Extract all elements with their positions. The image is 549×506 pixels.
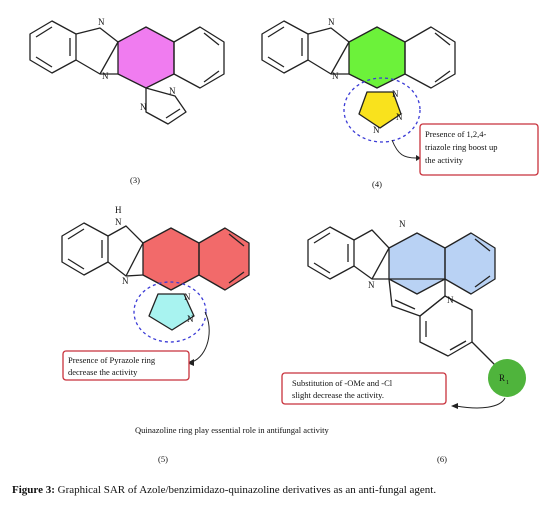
atom-n: N	[98, 17, 105, 27]
atom-n: N	[184, 292, 191, 302]
sar-figure: N N N N (3) N N N N N Presence of 1,2,4-…	[29, 17, 539, 464]
triazole-note-box	[419, 123, 539, 176]
pyrazole-ring-cyan	[149, 294, 194, 330]
r1-subscript: 1	[506, 380, 509, 386]
triazole-note-line: Presence of 1,2,4-	[425, 129, 487, 139]
triazole-highlight-circle	[343, 77, 421, 143]
quinazoline-ring-pink	[118, 27, 174, 88]
pyrazole-note-line: decrease the activity	[68, 367, 138, 377]
compound-4: N N N N N Presence of 1,2,4- triazole ri…	[261, 17, 539, 189]
atom-n: N	[392, 89, 399, 99]
atom-n: N	[140, 102, 147, 112]
pyrazole-arrow	[191, 311, 210, 363]
substitution-arrow	[455, 397, 506, 409]
imidazole-ring	[145, 87, 187, 125]
compound-6: N N N R 1 Substitution of -OMe and -Cl s…	[281, 219, 526, 464]
triazole-ring-yellow	[359, 92, 401, 128]
atom-n: N	[122, 276, 129, 286]
triazole-note-line: the activity	[425, 155, 464, 165]
caption-label: Figure 3:	[12, 484, 55, 496]
triazole-arrow	[391, 139, 417, 159]
atom-h: H	[115, 205, 122, 215]
quinazoline-ring-blue	[389, 233, 445, 294]
benzene-ring-3a	[29, 20, 77, 74]
quinazoline-ring-red	[143, 228, 199, 290]
benzene-ring-3b	[173, 26, 225, 89]
benzo-ring-red	[199, 228, 249, 290]
atom-n: N	[396, 112, 403, 122]
compound-5-label: (5)	[158, 454, 168, 464]
pyrazole-note-box	[62, 350, 190, 381]
substitution-note-line: slight decrease the activity.	[292, 390, 384, 400]
pyrazole-note-line: Presence of Pyrazole ring	[68, 355, 156, 365]
benzo-ring-blue	[445, 233, 495, 294]
atom-n: N	[399, 219, 406, 229]
atom-n: N	[115, 217, 122, 227]
atom-n: N	[373, 125, 380, 135]
compound-5: H N N N N Presence of Pyrazole ring decr…	[61, 205, 250, 464]
pyrazole-highlight-circle	[133, 281, 207, 343]
compound-4-label: (4)	[372, 179, 382, 189]
atom-n: N	[332, 71, 339, 81]
compound-6-label: (6)	[437, 454, 447, 464]
atom-n: N	[187, 314, 194, 324]
atom-n: N	[328, 17, 335, 27]
compound-3: N N N N (3)	[29, 17, 225, 185]
r1-substituent-circle	[488, 359, 526, 397]
quinazoline-role-note: Quinazoline ring play essential role in …	[135, 425, 330, 435]
atom-n: N	[368, 280, 375, 290]
r1-label: R	[499, 373, 505, 383]
atom-n: N	[102, 71, 109, 81]
compound-3-label: (3)	[130, 175, 140, 185]
figure-caption: Figure 3: Graphical SAR of Azole/benzimi…	[12, 484, 542, 496]
caption-text: Graphical SAR of Azole/benzimidazo-quina…	[54, 484, 437, 496]
atom-n: N	[169, 86, 176, 96]
quinazoline-ring-green	[349, 27, 405, 88]
substitution-note-line: Substitution of -OMe and -Cl	[292, 378, 393, 388]
triazole-note-line: triazole ring boost up	[425, 142, 497, 152]
substitution-note-box	[281, 372, 447, 405]
atom-n: N	[447, 295, 454, 305]
